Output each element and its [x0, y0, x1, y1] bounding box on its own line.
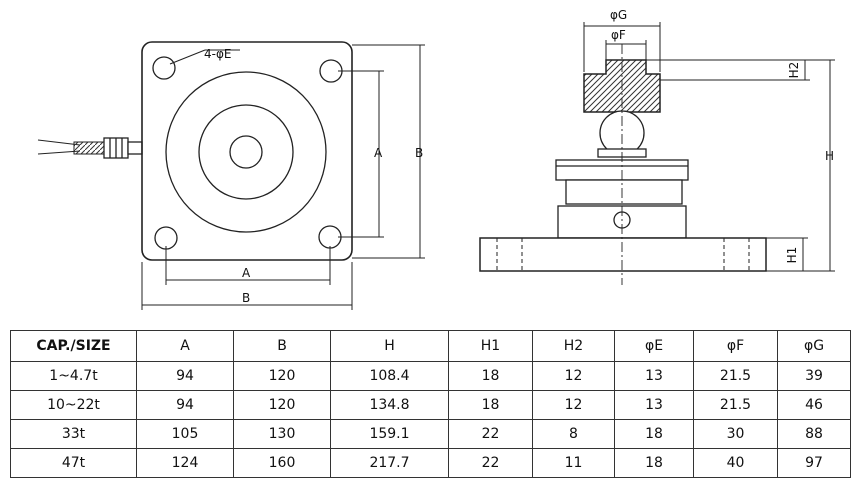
table-cell: 30	[693, 419, 778, 449]
table-cell: 13	[614, 361, 694, 391]
technical-drawing: 4-φE A B A B	[37, 8, 835, 310]
outer-ring	[165, 71, 327, 233]
dim-a-horizontal-label: A	[242, 266, 251, 280]
table-row: 33t 105 130 159.1 22 8 18 30 88	[10, 419, 851, 449]
middle-ring	[198, 104, 294, 200]
table-cell: 134.8	[330, 390, 449, 420]
table-cell: 97	[777, 448, 851, 478]
base-plate-outline	[141, 41, 353, 261]
table-cell: 159.1	[330, 419, 449, 449]
table-cell: 21.5	[693, 390, 778, 420]
spec-table: CAP./SIZE A B H H1 H2 φE φF φG 1~4.7t 94…	[10, 330, 851, 478]
dim-h-label: H	[825, 149, 834, 163]
side-view	[479, 22, 835, 285]
table-cell: 18	[614, 448, 694, 478]
table-cell: 22	[448, 419, 533, 449]
table-cell: 22	[448, 448, 533, 478]
table-cell: 217.7	[330, 448, 449, 478]
col-header-phi-e: φE	[614, 330, 694, 362]
table-cell: 18	[448, 361, 533, 391]
base-flange	[479, 237, 767, 272]
inner-button	[229, 135, 263, 169]
table-cell: 94	[136, 361, 234, 391]
col-header-a: A	[136, 330, 234, 362]
table-cell: 13	[614, 390, 694, 420]
dim-g-label: φG	[610, 8, 627, 22]
table-header-row: CAP./SIZE A B H H1 H2 φE φF φG	[10, 330, 851, 362]
dim-h2-label: H2	[787, 62, 801, 79]
table-cell: 39	[777, 361, 851, 391]
table-cell: 124	[136, 448, 234, 478]
col-header-b: B	[233, 330, 331, 362]
table-cell: 21.5	[693, 361, 778, 391]
mount-hole-tl	[152, 56, 176, 80]
table-row: 47t 124 160 217.7 22 11 18 40 97	[10, 448, 851, 478]
col-header-phi-f: φF	[693, 330, 778, 362]
mount-hole-bl	[154, 226, 178, 250]
col-header-h1: H1	[448, 330, 533, 362]
col-header-phi-g: φG	[777, 330, 851, 362]
col-header-h: H	[330, 330, 449, 362]
table-cell: 120	[233, 390, 331, 420]
table-cell: 47t	[10, 448, 137, 478]
table-cell: 18	[448, 390, 533, 420]
table-cell: 120	[233, 361, 331, 391]
table-cell: 130	[233, 419, 331, 449]
table-cell: 10~22t	[10, 390, 137, 420]
col-header-h2: H2	[532, 330, 615, 362]
table-cell: 18	[614, 419, 694, 449]
table-cell: 108.4	[330, 361, 449, 391]
dim-a-vertical-label: A	[374, 146, 383, 160]
hole-spec-label: 4-φE	[204, 47, 231, 61]
top-view	[37, 41, 425, 310]
table-cell: 12	[532, 390, 615, 420]
table-cell: 11	[532, 448, 615, 478]
table-cell: 8	[532, 419, 615, 449]
table-cell: 40	[693, 448, 778, 478]
table-cell: 94	[136, 390, 234, 420]
dim-f-label: φF	[611, 28, 626, 42]
table-cell: 12	[532, 361, 615, 391]
table-cell: 1~4.7t	[10, 361, 137, 391]
dim-h1-label: H1	[785, 247, 799, 264]
table-cell: 105	[136, 419, 234, 449]
dim-b-horizontal-label: B	[242, 291, 250, 305]
table-cell: 88	[777, 419, 851, 449]
mount-hole-br	[318, 225, 342, 249]
table-cell: 33t	[10, 419, 137, 449]
table-row: 10~22t 94 120 134.8 18 12 13 21.5 46	[10, 390, 851, 420]
table-cell: 46	[777, 390, 851, 420]
col-header-cap-size: CAP./SIZE	[10, 330, 137, 362]
cable	[37, 137, 143, 159]
dim-b-vertical-label: B	[415, 146, 423, 160]
table-row: 1~4.7t 94 120 108.4 18 12 13 21.5 39	[10, 361, 851, 391]
table-cell: 160	[233, 448, 331, 478]
